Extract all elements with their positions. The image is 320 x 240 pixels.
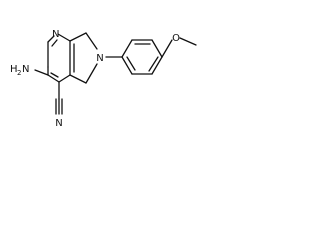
bond-o-ch3 — [179, 37, 197, 46]
pyrroline-ring — [69, 32, 98, 84]
atom-label-amine-h: H — [10, 64, 18, 75]
atom-label-nitrile-n: N — [55, 118, 62, 129]
bond-b3-b4 — [151, 39, 163, 58]
bond-c6-c7 — [47, 74, 60, 83]
bond-b4-b5-inner — [148, 56, 159, 72]
atom-label-pyridine-n: N — [52, 29, 59, 40]
bond-c7-c7a — [58, 74, 71, 83]
nitrile-group — [55, 81, 63, 115]
bond-c6-nh2 — [34, 69, 49, 76]
bond-c1-c7a — [69, 74, 87, 84]
atom-label-ether-o: O — [172, 33, 180, 44]
pyridine-ring — [47, 33, 75, 83]
bond-b4-b5 — [151, 56, 163, 75]
benzene-ring — [121, 39, 163, 75]
bond-b1-b2 — [121, 39, 133, 58]
bond-b6-b1-inner — [126, 56, 136, 71]
atom-label-amine-subscript: 2 — [17, 69, 21, 77]
bond-c3-n2 — [85, 32, 98, 50]
bond-n2-c1 — [85, 63, 98, 84]
bond-c6-c7-inner — [50, 72, 59, 78]
bond-b4-o — [161, 39, 173, 58]
bond-n-c — [57, 33, 71, 42]
atom-label-pyrroline-n: N — [96, 53, 103, 64]
chemical-structure: N H 2 N N N O — [10, 29, 197, 129]
atom-label-amine-n: N — [22, 64, 29, 75]
bond-c3a-c3 — [69, 32, 87, 42]
bond-ch-n-inner — [51, 39, 58, 47]
bond-b6-b1 — [121, 56, 133, 75]
bond-ch-n — [47, 35, 55, 43]
methoxy-group — [161, 37, 197, 58]
